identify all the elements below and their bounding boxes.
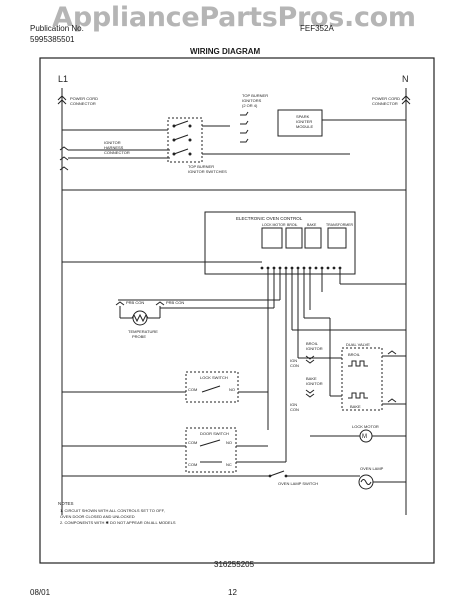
- ignitor-harness-label: IGNITOR HARNESS CONNECTOR: [104, 140, 130, 155]
- connector-right-icon: [401, 95, 411, 105]
- valve-bake-label: BAKE: [350, 404, 361, 409]
- notes-heading: NOTES: [58, 501, 74, 506]
- bake-ignitor-icon: [305, 389, 315, 398]
- bake-coil-icon: [348, 392, 368, 399]
- watermark: AppliancePartsPros.com: [52, 2, 416, 33]
- notes-body: 1. CIRCUIT SHOWN WITH ALL CONTROLS SET T…: [60, 508, 176, 525]
- broil-ignitor-icon: [305, 355, 315, 364]
- door-switch-com-2: COM: [188, 462, 197, 467]
- power-cord-left-label: POWER CORD CONNECTOR: [70, 96, 99, 106]
- top-burner-ignitors-label: TOP BURNER IGNITORS (2 OR 4): [242, 93, 269, 108]
- door-switch-nc: NC: [226, 462, 232, 467]
- power-cord-right-label: POWER CORD CONNECTOR: [372, 96, 401, 106]
- publication-number: 5995385501: [30, 35, 75, 44]
- electronic-oven-control: [204, 211, 356, 275]
- oven-lamp-switch: [269, 470, 285, 477]
- relay-labels: LOCK MOTOR BROIL BAKE TRANSFORMER: [262, 223, 354, 227]
- lock-motor-label: LOCK MOTOR: [352, 424, 379, 429]
- valve-broil-label: BROIL: [348, 352, 361, 357]
- eoc-relays: [261, 227, 347, 249]
- svg-text:M: M: [362, 434, 367, 440]
- connector-left-icon: [57, 95, 67, 105]
- door-switch-label: DOOR SWITCH: [200, 431, 229, 436]
- door-switch-com-1: COM: [188, 440, 197, 445]
- rail-n-label: N: [402, 74, 409, 84]
- broil-coil-icon: [348, 360, 368, 367]
- dual-valve: [341, 347, 383, 411]
- lock-switch-label: LOCK SWITCH: [200, 375, 228, 380]
- lock-switch-no: NO: [229, 387, 235, 392]
- oven-lamp-switch-label: OVEN LAMP SWITCH: [278, 481, 318, 486]
- lock-switch: [185, 371, 239, 403]
- probe-connector-icon: [115, 301, 165, 306]
- door-switch: [185, 427, 237, 473]
- dual-valve-label: DUAL VALVE: [346, 342, 370, 347]
- page-title: WIRING DIAGRAM: [190, 47, 261, 56]
- probe-con-right: PRB CON: [166, 300, 184, 305]
- door-switch-no: NO: [226, 440, 232, 445]
- lock-switch-com: COM: [188, 387, 197, 392]
- spark-module-label: SPARK IGNITER MODULE: [296, 114, 313, 129]
- top-burner-switches: [167, 117, 203, 163]
- diagram-frame: [39, 57, 435, 564]
- eoc-wires: [62, 261, 406, 430]
- valve-connector-icon: [387, 350, 397, 403]
- ign-con-label-2: IGN CON: [290, 402, 299, 412]
- ign-con-label-1: IGN CON: [290, 358, 299, 368]
- probe-con-left: PRB CON: [126, 300, 144, 305]
- temperature-probe-label: TEMPERATURE PROBE: [128, 329, 159, 339]
- ignitor-electrodes-icon: [240, 111, 249, 143]
- rail-l1-label: L1: [58, 74, 68, 84]
- top-burner-switches-label: TOP BURNER IGNITOR SWITCHES: [188, 164, 227, 174]
- eoc-label: ELECTRONIC OVEN CONTROL: [236, 216, 303, 221]
- publication-label: Publication No.: [30, 24, 84, 33]
- broil-ignitor-label: BROIL IGNITOR: [306, 341, 323, 351]
- footer-date: 08/01: [30, 588, 51, 597]
- page-number: 12: [228, 588, 237, 597]
- temperature-probe-icon: [120, 313, 160, 323]
- bake-ignitor-label: BAKE IGNITOR: [306, 376, 323, 386]
- spark-module: [277, 109, 323, 137]
- oven-lamp-label: OVEN LAMP: [360, 466, 384, 471]
- harness-connector-icon: [59, 146, 69, 171]
- terminal-strip: [260, 266, 342, 270]
- part-number: 316255205: [214, 560, 255, 569]
- model-number: FEF352A: [300, 24, 334, 33]
